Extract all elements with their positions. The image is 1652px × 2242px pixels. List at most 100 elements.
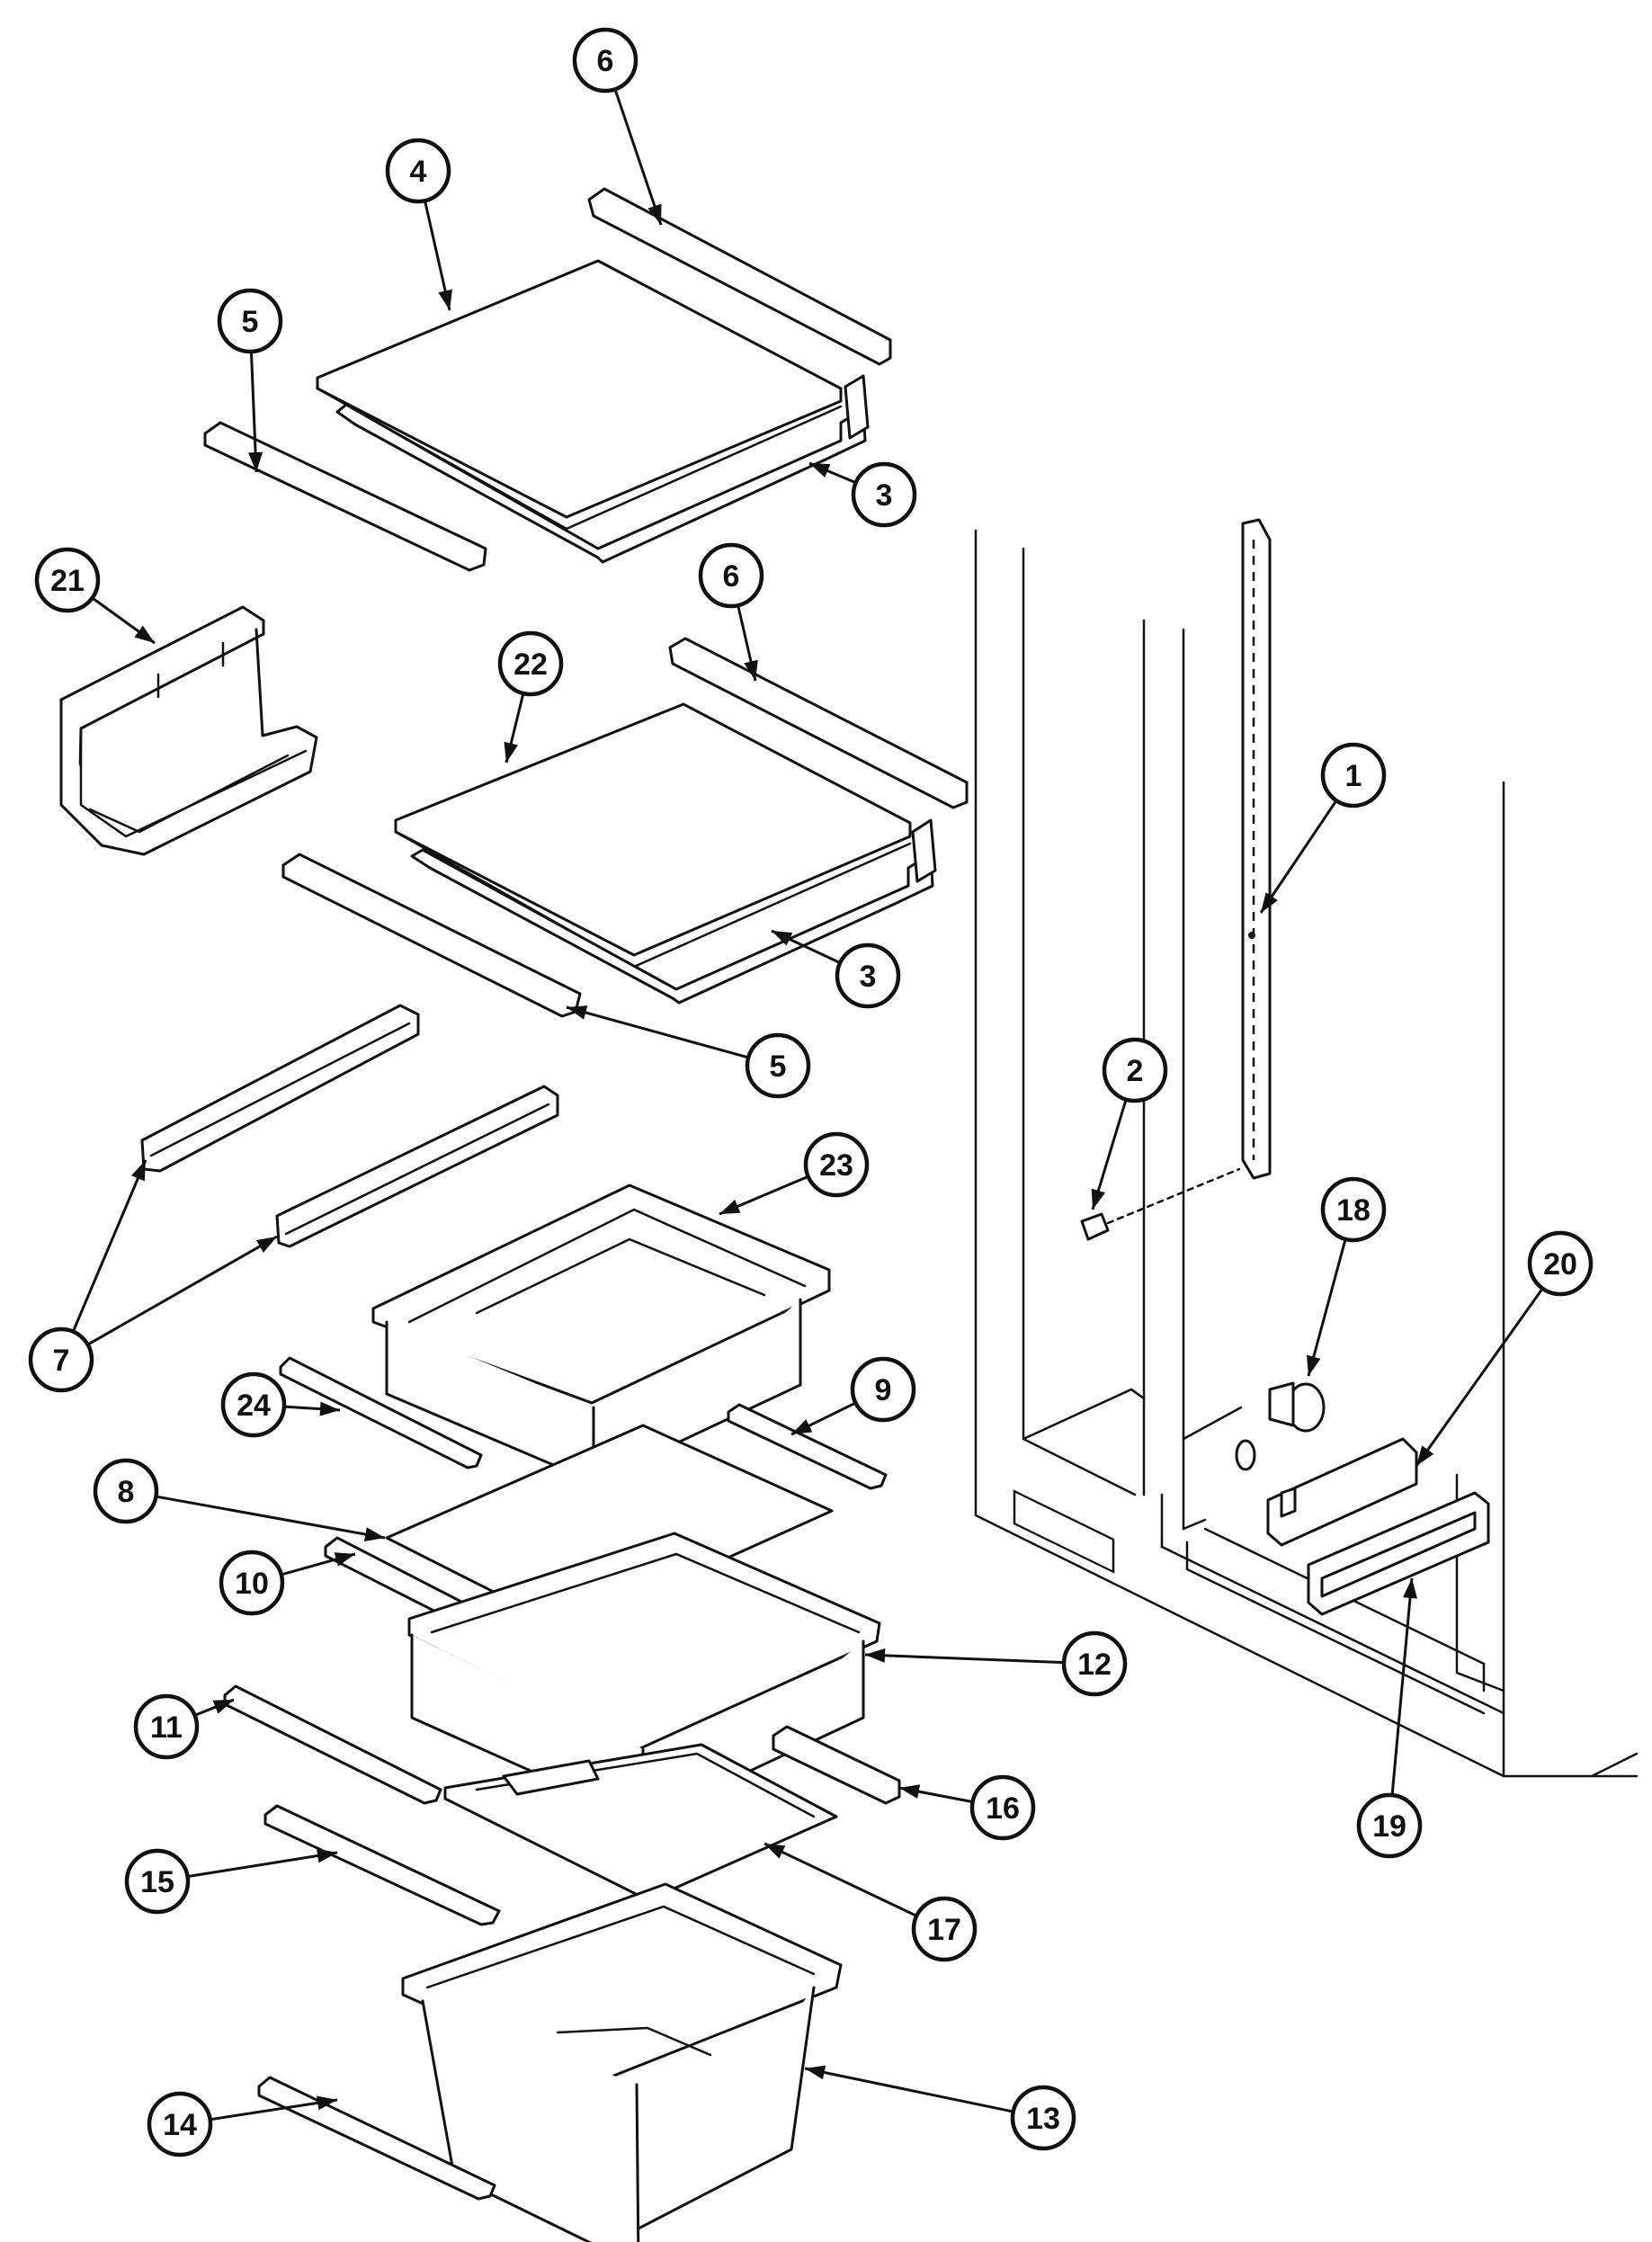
callout-c6b: 6 — [698, 542, 764, 609]
callout-c21: 21 — [34, 547, 101, 613]
callout-number-c16: 16 — [986, 1791, 1020, 1826]
leader-arrow-c7-b — [255, 1237, 277, 1253]
callout-circle-c20 — [1527, 1230, 1594, 1297]
callout-circle-c22 — [497, 630, 564, 697]
part-drawer-slides — [140, 1004, 559, 1248]
leader-arrow-c15 — [317, 1848, 337, 1863]
part-crisper-cover-frame — [443, 1743, 838, 1904]
callout-number-c3a: 3 — [876, 478, 893, 513]
callout-number-c13: 13 — [1026, 2102, 1060, 2136]
callout-c5a: 5 — [217, 288, 283, 354]
callout-number-c12: 12 — [1077, 1648, 1112, 1682]
callout-number-c21: 21 — [50, 564, 85, 598]
callout-circle-c9 — [850, 1356, 916, 1423]
leader-line-c5b — [566, 1005, 749, 1059]
part-rear-pan-support — [1307, 1491, 1490, 1616]
leader-arrow-c5b — [567, 1005, 588, 1020]
leader-arrow-c6a — [647, 203, 662, 225]
leader-arrow-c3a — [809, 463, 831, 478]
callout-c20: 20 — [1527, 1230, 1594, 1297]
callout-number-c6b: 6 — [723, 559, 740, 594]
callout-c23: 23 — [803, 1131, 870, 1198]
leader-line-c18 — [1307, 1238, 1347, 1377]
callout-number-c6a: 6 — [597, 44, 614, 78]
leader-arrow-c11 — [212, 1700, 234, 1714]
callout-c9: 9 — [850, 1356, 916, 1423]
leader-arrow-c5a — [248, 451, 263, 472]
callout-circle-c18 — [1320, 1176, 1387, 1243]
leader-arrow-c18 — [1307, 1354, 1321, 1376]
callout-c14: 14 — [147, 2091, 213, 2157]
callout-circle-c4 — [385, 138, 451, 204]
leader-line-c13 — [804, 2067, 1014, 2113]
leader-arrow-c2 — [1091, 1188, 1106, 1210]
callout-c22: 22 — [497, 630, 564, 697]
callout-number-c15: 15 — [140, 1865, 174, 1899]
callout-c24: 24 — [220, 1371, 287, 1438]
callout-number-c19: 19 — [1372, 1809, 1406, 1844]
callout-c10: 10 — [219, 1550, 285, 1616]
callout-number-c3b: 3 — [860, 960, 877, 994]
callout-circle-c3b — [835, 942, 901, 1009]
callout-number-c10: 10 — [235, 1567, 269, 1601]
callout-c12: 12 — [1061, 1630, 1128, 1697]
part-control-knob — [1235, 1381, 1326, 1471]
part-shelf-trim-front-upper — [203, 421, 487, 572]
part-shelf-frame-upper — [335, 374, 870, 564]
callout-c3b: 3 — [835, 942, 901, 1009]
part-screw — [1080, 1167, 1241, 1241]
leader-line-c6a — [613, 88, 663, 226]
callout-c11: 11 — [133, 1693, 200, 1760]
callout-circle-c19 — [1356, 1792, 1423, 1859]
leader-arrow-c20 — [1416, 1445, 1434, 1466]
callout-number-c2: 2 — [1127, 1054, 1144, 1088]
part-support-bracket — [1266, 1437, 1418, 1547]
part-drawer-trim-middle — [223, 1684, 442, 1805]
callout-circle-c15 — [124, 1848, 191, 1915]
part-cover-support-rail — [772, 1725, 901, 1805]
callout-c18: 18 — [1320, 1176, 1387, 1243]
leader-arrow-c13 — [805, 2065, 826, 2080]
callout-number-c4: 4 — [410, 155, 427, 189]
callout-number-c1: 1 — [1345, 759, 1362, 793]
callout-circle-c16 — [969, 1774, 1036, 1841]
leader-arrow-c14 — [317, 2095, 337, 2111]
callout-number-c14: 14 — [163, 2108, 197, 2142]
callout-circle-c3a — [851, 461, 917, 528]
callout-circle-c7 — [28, 1326, 94, 1393]
callout-circle-c21 — [34, 547, 101, 613]
callout-c6a: 6 — [572, 27, 638, 94]
leader-line-c14 — [210, 2098, 338, 2121]
leader-line-c7-b — [86, 1235, 278, 1346]
callout-circle-c6a — [572, 27, 638, 94]
part-can-rack — [59, 605, 318, 856]
callout-c1: 1 — [1320, 742, 1387, 808]
leader-arrow-c19 — [1403, 1578, 1417, 1599]
leader-arrow-c17 — [764, 1844, 786, 1859]
callout-number-c5b: 5 — [770, 1050, 787, 1084]
callout-circle-c12 — [1061, 1630, 1128, 1697]
callout-circle-c2 — [1102, 1037, 1168, 1103]
leader-arrow-c3b — [772, 931, 793, 946]
callout-circle-c17 — [911, 1896, 978, 1962]
callout-circle-c11 — [133, 1693, 200, 1760]
callout-number-c11: 11 — [150, 1711, 183, 1745]
leader-line-c1 — [1259, 799, 1338, 914]
leader-arrow-c10 — [334, 1552, 355, 1567]
leader-line-c20 — [1415, 1287, 1544, 1467]
callout-circle-c24 — [220, 1371, 287, 1438]
leader-arrow-c22 — [504, 741, 519, 763]
part-shelf-trim-rear-lower — [668, 637, 969, 809]
callout-number-c8: 8 — [118, 1475, 135, 1509]
callout-number-c20: 20 — [1543, 1247, 1577, 1282]
leader-line-c19 — [1390, 1577, 1414, 1796]
callout-c19: 19 — [1356, 1792, 1423, 1859]
part-cover-trim-bottom — [263, 1804, 501, 1926]
callout-labels: 1233455667891011121314151617181920212223… — [28, 27, 1594, 2157]
part-drawer-trim-bottom — [257, 2076, 496, 2201]
leader-line-c12 — [864, 1653, 1065, 1665]
callout-number-c18: 18 — [1336, 1193, 1371, 1228]
part-shelf-ladder-rail — [1241, 518, 1272, 1180]
leader-arrow-c21 — [134, 625, 155, 643]
